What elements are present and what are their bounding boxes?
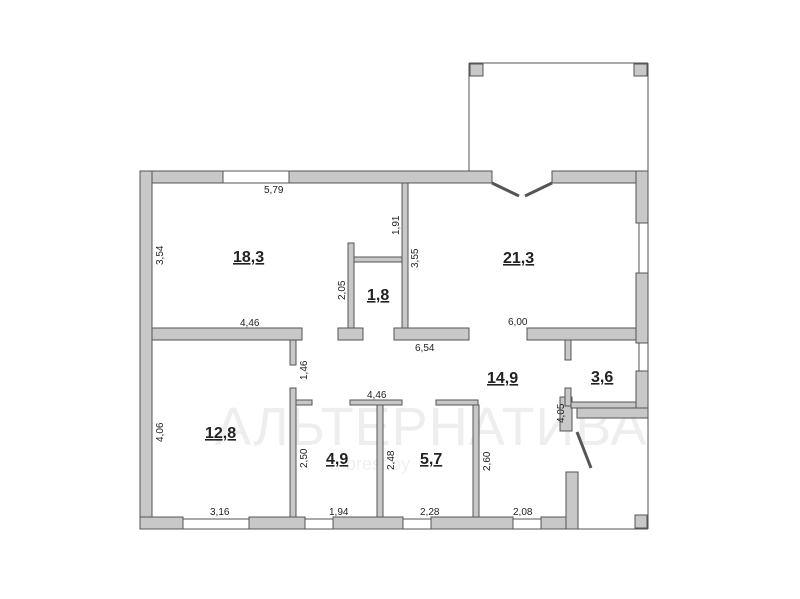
room-area-closet: 1,8 xyxy=(367,287,389,304)
dim-label: 2,08 xyxy=(513,507,533,518)
dim-label: 4,06 xyxy=(155,422,166,442)
room-area-hall: 14,9 xyxy=(487,370,518,387)
window xyxy=(638,222,649,274)
room-area-bathroom-1: 4,9 xyxy=(326,451,348,468)
room-area-kitchen: 21,3 xyxy=(503,250,534,267)
vestibule-post xyxy=(634,514,648,529)
dim-label: 2,05 xyxy=(337,280,348,300)
window xyxy=(638,342,649,372)
dim-label: 2,60 xyxy=(482,451,493,471)
terrace-post xyxy=(469,63,484,77)
vestibule xyxy=(575,407,649,530)
window xyxy=(304,518,334,530)
dim-label: 6,00 xyxy=(508,317,528,328)
dim-label: 3,16 xyxy=(210,507,230,518)
terrace xyxy=(468,62,649,171)
room-area-bathroom-2: 5,7 xyxy=(420,451,442,468)
room-area-storage: 3,6 xyxy=(591,369,613,386)
watermark-subtext: a-brest.by xyxy=(330,454,410,474)
dim-label: 1,46 xyxy=(299,360,310,380)
dim-label: 4,46 xyxy=(240,318,260,329)
dim-label: 1,94 xyxy=(329,507,349,518)
window xyxy=(182,518,250,530)
window xyxy=(512,518,542,530)
dim-label: 1,91 xyxy=(391,215,402,235)
window xyxy=(222,170,290,184)
dim-label: 2,48 xyxy=(386,450,397,470)
dim-label: 3,54 xyxy=(155,245,166,265)
room-area-bedroom: 12,8 xyxy=(205,425,236,442)
entry-door[interactable] xyxy=(575,431,593,469)
kitchen-doors[interactable] xyxy=(491,181,553,198)
window xyxy=(402,518,432,530)
dim-label: 5,79 xyxy=(264,185,284,196)
dim-label: 4,05 xyxy=(556,403,567,423)
dim-label: 4,46 xyxy=(367,390,387,401)
dim-label: 2,50 xyxy=(299,448,310,468)
dim-label: 2,28 xyxy=(420,507,440,518)
dim-label: 3,55 xyxy=(410,248,421,268)
interior-walls xyxy=(151,182,637,518)
room-area-living: 18,3 xyxy=(233,249,264,266)
dim-label: 6,54 xyxy=(415,343,435,354)
outer-walls xyxy=(139,170,649,530)
terrace-post xyxy=(633,63,648,77)
